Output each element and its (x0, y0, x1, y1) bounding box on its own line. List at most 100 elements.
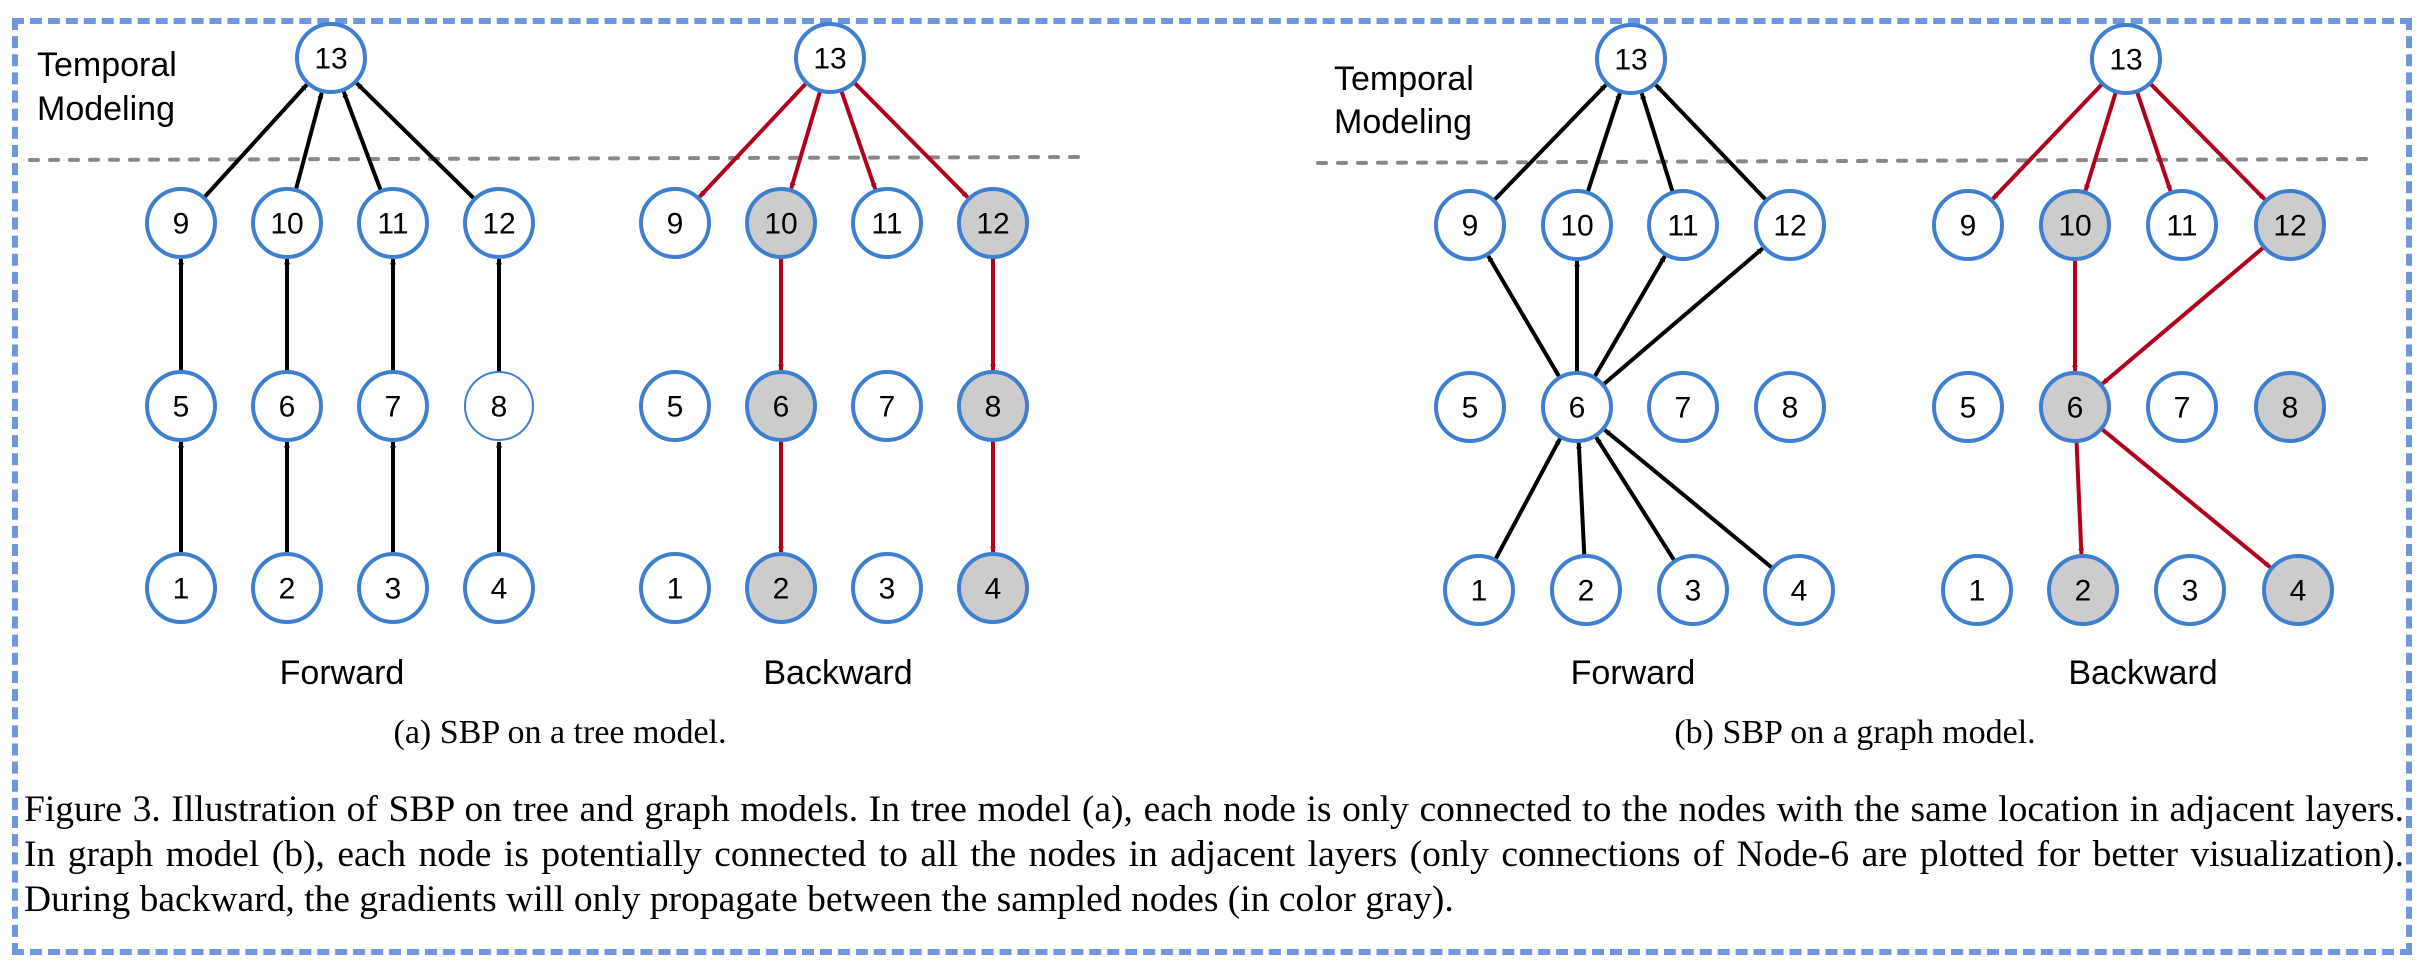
forward-label-a: Forward (280, 654, 405, 692)
node-label-a-forward-9: 9 (173, 208, 190, 241)
edge-a-forward-10-to-13 (293, 92, 324, 191)
node-label-b-backward-13: 13 (2109, 44, 2142, 77)
node-label-b-backward-9: 9 (1960, 210, 1977, 243)
edge-b-forward-1-to-6 (1493, 437, 1562, 561)
edge-b-forward-9-to-13 (1492, 83, 1608, 202)
edge-a-backward-13-to-11 (839, 89, 878, 190)
node-a-forward-10 (251, 187, 323, 259)
node-label-a-forward-1: 1 (173, 573, 190, 606)
node-label-a-backward-11: 11 (871, 208, 902, 241)
node-a-forward-6 (251, 370, 323, 442)
node-b-backward-10 (2039, 189, 2111, 261)
node-b-backward-6 (2039, 371, 2111, 443)
node-b-forward-8 (1754, 371, 1826, 443)
edge-a-forward-9-to-13 (202, 83, 309, 200)
node-a-forward-11 (357, 187, 429, 259)
node-a-forward-3 (357, 552, 429, 624)
node-a-backward-12 (957, 187, 1029, 259)
edge-b-forward-4-to-6 (1603, 428, 1775, 570)
node-label-a-backward-1: 1 (667, 573, 684, 606)
node-label-b-forward-5: 5 (1462, 392, 1479, 425)
backward-label-b: Backward (2068, 654, 2217, 692)
edge-b-backward-6-to-4 (2100, 427, 2272, 569)
node-label-b-forward-8: 8 (1782, 392, 1799, 425)
node-label-a-forward-5: 5 (173, 391, 190, 424)
figure-caption: Figure 3. Illustration of SBP on tree an… (24, 789, 2404, 920)
node-label-b-backward-4: 4 (2290, 575, 2307, 608)
edge-b-forward-6-to-12 (1601, 246, 1764, 387)
node-b-forward-3 (1657, 554, 1729, 626)
node-b-forward-13 (1595, 23, 1667, 95)
node-label-a-backward-7: 7 (879, 391, 896, 424)
node-b-forward-10 (1541, 189, 1613, 261)
node-label-b-backward-5: 5 (1960, 392, 1977, 425)
edge-a-backward-13-to-12 (852, 80, 970, 199)
node-a-forward-12 (463, 187, 535, 259)
node-label-b-forward-1: 1 (1471, 575, 1488, 608)
node-a-forward-13 (295, 22, 367, 94)
node-label-b-backward-8: 8 (2282, 392, 2299, 425)
edge-b-backward-13-to-10 (2083, 90, 2118, 192)
node-label-a-forward-2: 2 (279, 573, 296, 606)
node-a-backward-13 (794, 22, 866, 94)
node-label-b-backward-1: 1 (1969, 575, 1986, 608)
node-b-backward-4 (2262, 554, 2334, 626)
node-a-forward-8 (464, 371, 534, 441)
node-b-forward-6 (1541, 371, 1613, 443)
node-label-a-backward-5: 5 (667, 391, 684, 424)
node-label-a-backward-10: 10 (764, 208, 797, 241)
edge-a-forward-11-to-13 (341, 90, 383, 192)
node-label-b-forward-3: 3 (1685, 575, 1702, 608)
node-label-a-forward-13: 13 (314, 43, 347, 76)
node-b-forward-12 (1754, 189, 1826, 261)
node-a-backward-10 (745, 187, 817, 259)
node-b-forward-11 (1647, 189, 1719, 261)
subcaption-b: (b) SBP on a graph model. (1674, 714, 2036, 751)
node-b-backward-8 (2254, 371, 2326, 443)
node-a-forward-7 (357, 370, 429, 442)
node-label-b-forward-4: 4 (1791, 575, 1808, 608)
node-label-b-forward-6: 6 (1569, 392, 1586, 425)
node-label-b-forward-12: 12 (1773, 210, 1806, 243)
node-label-a-backward-13: 13 (813, 43, 846, 76)
edge-b-backward-13-to-9 (1991, 82, 2105, 201)
edge-a-forward-12-to-13 (355, 81, 477, 201)
temporal-separator-a (28, 155, 1082, 162)
node-label-a-forward-10: 10 (270, 208, 303, 241)
node-b-backward-12 (2254, 189, 2326, 261)
node-label-a-forward-12: 12 (482, 208, 515, 241)
node-label-b-backward-10: 10 (2058, 210, 2091, 243)
temporal-modeling-label-a-line1: Temporal (37, 46, 177, 84)
node-label-b-forward-9: 9 (1462, 210, 1479, 243)
node-b-forward-9 (1434, 189, 1506, 261)
node-a-backward-11 (851, 187, 923, 259)
node-a-backward-2 (745, 552, 817, 624)
node-a-backward-9 (639, 187, 711, 259)
forward-label-b: Forward (1571, 654, 1696, 692)
edge-b-backward-13-to-12 (2148, 81, 2267, 201)
temporal-modeling-label-a-line2: Modeling (37, 90, 175, 128)
node-b-forward-5 (1434, 371, 1506, 443)
node-b-backward-7 (2146, 371, 2218, 443)
node-b-forward-2 (1550, 554, 1622, 626)
node-b-backward-2 (2047, 554, 2119, 626)
edge-b-backward-13-to-11 (2134, 90, 2173, 192)
node-label-a-forward-7: 7 (385, 391, 402, 424)
figure-frame (12, 18, 2412, 955)
node-label-b-forward-10: 10 (1560, 210, 1593, 243)
edge-a-backward-13-to-9 (698, 81, 809, 199)
node-label-b-backward-7: 7 (2174, 392, 2191, 425)
edge-b-forward-3-to-6 (1594, 436, 1677, 563)
edge-b-forward-6-to-9 (1486, 255, 1562, 379)
node-a-backward-8 (957, 370, 1029, 442)
edge-b-backward-6-to-2 (2074, 440, 2085, 555)
node-label-a-backward-6: 6 (773, 391, 790, 424)
edge-b-forward-2-to-6 (1576, 442, 1587, 557)
node-label-a-backward-3: 3 (879, 573, 896, 606)
edge-b-forward-12-to-13 (1654, 83, 1768, 202)
node-b-backward-13 (2090, 23, 2162, 95)
node-a-forward-9 (145, 187, 217, 259)
node-b-backward-3 (2154, 554, 2226, 626)
